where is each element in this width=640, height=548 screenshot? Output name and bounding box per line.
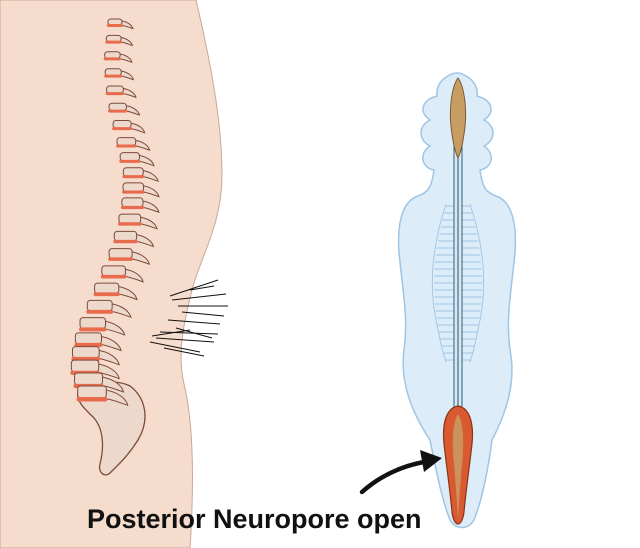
vertebra bbox=[86, 299, 132, 318]
vertebra-process bbox=[101, 389, 129, 407]
intervertebral-disc bbox=[117, 222, 142, 226]
vertebra bbox=[112, 120, 146, 134]
hair-line bbox=[159, 331, 219, 335]
vertebra bbox=[79, 317, 126, 336]
vertebra-process bbox=[101, 320, 126, 336]
vertebra-body bbox=[108, 248, 133, 259]
vertebra-body bbox=[94, 282, 120, 294]
vertebra bbox=[108, 102, 141, 116]
vertebra bbox=[116, 137, 151, 151]
hair-line bbox=[167, 319, 221, 325]
neuropore-inner bbox=[452, 414, 464, 518]
vertebra-body bbox=[77, 385, 107, 399]
vertebra-body bbox=[70, 359, 100, 373]
hair-line bbox=[189, 285, 215, 291]
hair-line bbox=[155, 337, 215, 343]
intervertebral-disc bbox=[116, 144, 137, 148]
vertebra-body bbox=[71, 346, 100, 359]
vertebra-process bbox=[97, 335, 122, 352]
intervertebral-disc bbox=[74, 342, 103, 347]
spinal-column bbox=[70, 18, 160, 407]
vertebra bbox=[74, 332, 122, 352]
intervertebral-disc bbox=[100, 274, 127, 279]
vertebra bbox=[120, 197, 160, 213]
intervertebral-disc bbox=[93, 292, 120, 297]
intervertebral-disc bbox=[105, 92, 125, 96]
intervertebral-disc bbox=[105, 40, 123, 44]
vertebra-process bbox=[94, 349, 120, 366]
hair-line bbox=[169, 279, 219, 297]
vertebra bbox=[108, 248, 151, 265]
intervertebral-disc bbox=[119, 159, 141, 163]
vertebra-body bbox=[122, 167, 144, 177]
intervertebral-disc bbox=[104, 74, 123, 78]
vertebra bbox=[122, 182, 160, 198]
pointer-arrow-head bbox=[420, 450, 442, 472]
vertebra-body bbox=[86, 299, 113, 312]
vertebra-body bbox=[119, 152, 140, 162]
intervertebral-disc bbox=[108, 257, 134, 261]
vertebra bbox=[122, 167, 159, 182]
hair-line bbox=[163, 347, 205, 357]
vertebra bbox=[105, 34, 134, 47]
anterior-neural-region bbox=[449, 77, 467, 160]
vertebra-body bbox=[108, 102, 127, 112]
somite-border-left bbox=[431, 203, 447, 363]
vertebra-body bbox=[118, 213, 142, 224]
vertebra-body bbox=[74, 332, 102, 345]
hair-line bbox=[181, 311, 225, 317]
vertebra bbox=[76, 385, 129, 407]
vertebra-process bbox=[107, 303, 132, 318]
vertebra bbox=[105, 85, 137, 99]
vertebra bbox=[119, 152, 155, 167]
intervertebral-disc bbox=[86, 309, 114, 314]
intervertebral-disc bbox=[103, 57, 122, 61]
vertebra-body bbox=[113, 230, 138, 242]
vertebra-body bbox=[122, 182, 145, 193]
intervertebral-disc bbox=[76, 397, 108, 402]
intervertebral-disc bbox=[112, 127, 133, 131]
pointer-arrow-shaft bbox=[359, 459, 427, 495]
intervertebral-disc bbox=[108, 109, 128, 113]
vertebra-body bbox=[104, 68, 122, 77]
vertebra bbox=[113, 230, 155, 248]
vertebra-body bbox=[101, 265, 126, 277]
vertebra-body bbox=[116, 137, 137, 146]
vertebra-body bbox=[79, 317, 107, 329]
hair-line bbox=[171, 293, 227, 301]
intervertebral-disc bbox=[120, 205, 145, 210]
vertebra bbox=[100, 265, 144, 283]
vertebra bbox=[104, 68, 135, 81]
vertebra bbox=[103, 51, 133, 64]
vertebra-body bbox=[112, 120, 132, 129]
vertebra bbox=[117, 213, 158, 230]
intervertebral-disc bbox=[79, 327, 107, 332]
caption-label: Posterior Neuropore open bbox=[87, 504, 422, 534]
hair-line bbox=[175, 327, 213, 339]
intervertebral-disc bbox=[122, 190, 145, 194]
somite-border-right bbox=[469, 203, 485, 363]
hair-line bbox=[151, 329, 191, 337]
vertebra-body bbox=[106, 85, 124, 94]
vertebra-body bbox=[121, 197, 144, 208]
vertebra bbox=[106, 18, 134, 30]
intervertebral-disc bbox=[106, 24, 124, 28]
vertebra bbox=[71, 346, 120, 366]
hair-tuft bbox=[149, 279, 228, 357]
vertebra bbox=[93, 282, 138, 301]
vertebra-body bbox=[74, 372, 104, 386]
intervertebral-disc bbox=[122, 175, 145, 179]
hair-line bbox=[149, 341, 201, 353]
intervertebral-disc bbox=[113, 239, 138, 244]
